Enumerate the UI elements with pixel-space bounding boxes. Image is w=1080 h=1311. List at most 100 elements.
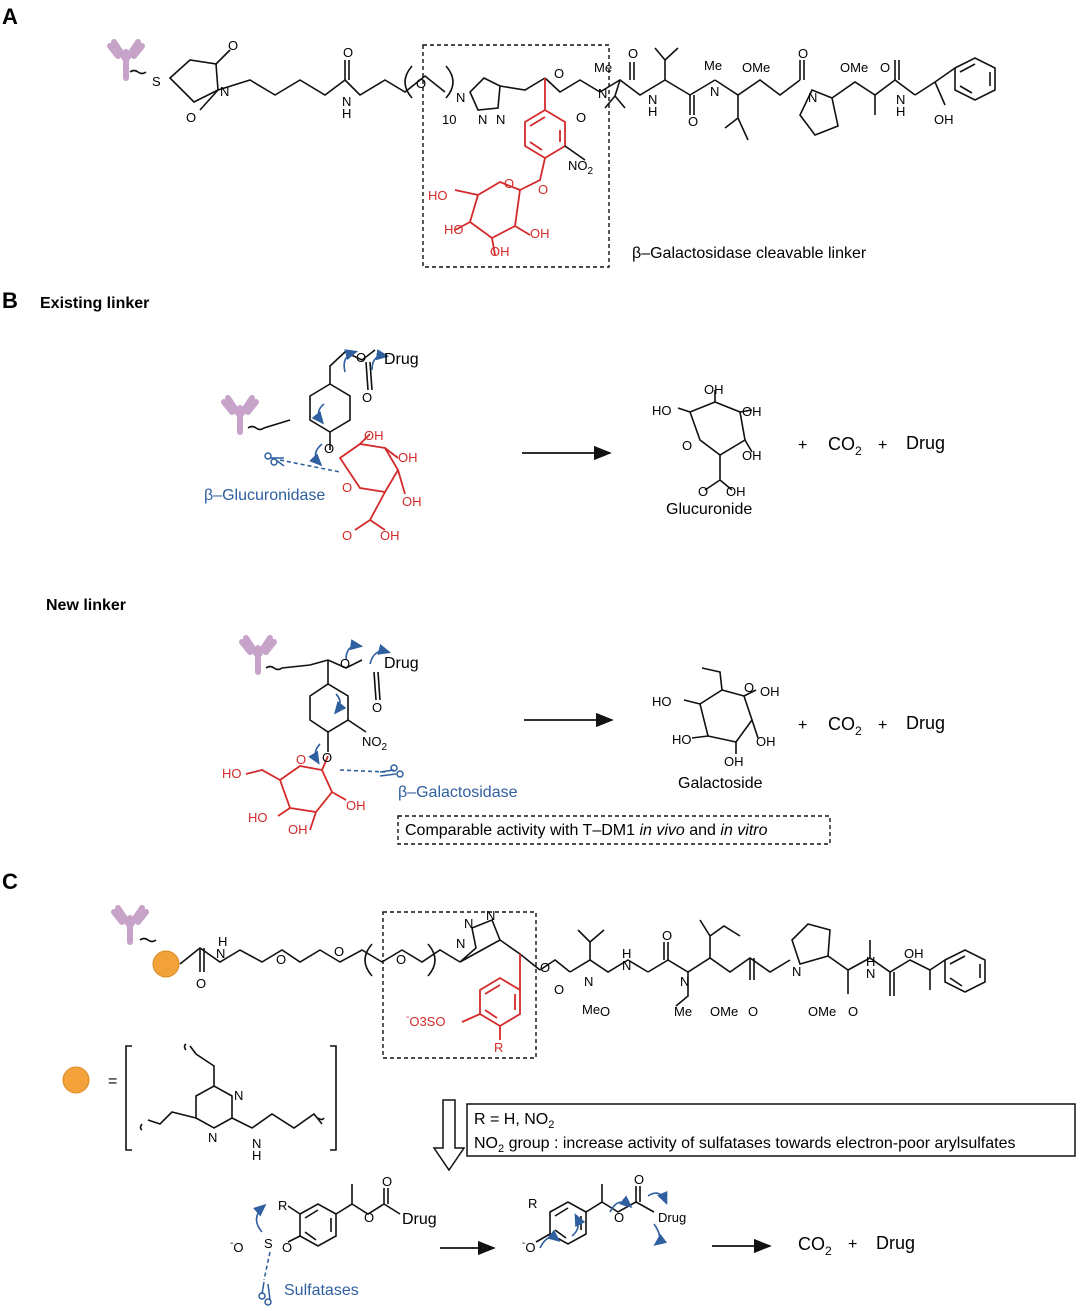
new-linker-title: New linker	[46, 597, 126, 614]
atom-o: O	[614, 1210, 624, 1225]
atom-nh: N	[648, 92, 657, 107]
atom-ome: OMe	[742, 60, 770, 75]
plus-sign: +	[798, 437, 807, 454]
intermediate-drug-label: Drug	[658, 1210, 686, 1225]
atom-o-red: O	[342, 528, 352, 543]
atom-o: O	[682, 438, 692, 453]
atom-nh: N	[896, 92, 905, 107]
panel-a-atoms: S O O N O N H O 10 N N N O O Me N O N H …	[152, 38, 954, 259]
scissors-icon	[258, 1281, 272, 1306]
existing-linker-title: Existing linker	[40, 295, 149, 312]
atom-s: S	[152, 74, 161, 89]
bead-definition-structure	[125, 1043, 337, 1151]
panel-c-dashed-box	[382, 911, 537, 1059]
antibody-icon	[239, 635, 277, 675]
panel-a-dashed-box	[422, 44, 610, 268]
atom-ho-red: HO	[444, 222, 464, 237]
atom-o: O	[343, 45, 353, 60]
atom-n: N	[496, 112, 505, 127]
atom-n: N	[234, 1088, 243, 1103]
atom-n: N	[456, 936, 465, 951]
atom-me: Me	[704, 58, 722, 73]
atom-r: R	[278, 1198, 287, 1213]
atom-n: N	[598, 86, 607, 101]
atom-no2: NO2	[362, 734, 388, 753]
galactoside-atoms: HO O OH HO OH OH	[652, 680, 780, 769]
atom-me: Me	[582, 1002, 600, 1017]
atom-oh-red: OH	[402, 494, 422, 509]
repeat-count: 10	[442, 112, 456, 127]
atom-o: O	[698, 484, 708, 499]
scissors-icon	[264, 452, 285, 467]
atom-o: O	[340, 656, 350, 671]
bead-definition-atoms: N N N H	[208, 1088, 261, 1163]
atom-o: O	[748, 1004, 758, 1019]
sulfatases-label: Sulfatases	[284, 1282, 359, 1299]
atom-oh: OH	[760, 684, 780, 699]
atom-o: O	[372, 700, 382, 715]
atom-o: O	[634, 1172, 644, 1187]
new-linker-atoms: O O Drug NO2 O HO HO OH OH O	[222, 655, 419, 837]
atom-oh: OH	[756, 734, 776, 749]
drug-product: Drug	[876, 1233, 915, 1253]
new-galactose-red	[245, 755, 347, 831]
r-definition-box	[466, 1103, 1076, 1157]
existing-drug-label: Drug	[384, 351, 419, 368]
atom-n: N	[710, 84, 719, 99]
atom-n: N	[680, 974, 689, 989]
atom-ome: OMe	[710, 1004, 738, 1019]
atom-nh: N	[342, 94, 351, 109]
atom-ho: HO	[652, 694, 672, 709]
atom-n: N	[486, 908, 495, 923]
atom-ho: HO	[672, 732, 692, 747]
panel-label-b: B	[2, 288, 18, 313]
panel-label-c: C	[2, 869, 18, 894]
atom-oh: OH	[724, 754, 744, 769]
phenolate-intermediate-structure	[535, 1184, 655, 1245]
antibody-icon	[221, 395, 259, 435]
hollow-down-arrow-icon	[432, 1099, 466, 1172]
substrate-drug-label: Drug	[402, 1211, 437, 1228]
atom-n: N	[792, 964, 801, 979]
atom-ho-red: HO	[222, 766, 242, 781]
atom-n: N	[464, 916, 473, 931]
atom-ho-red: HO	[248, 810, 268, 825]
atom-n: N	[478, 112, 487, 127]
atom-oh: OH	[704, 382, 724, 397]
atom-o-minus: -O	[522, 1238, 535, 1255]
activity-note: Comparable activity with T–DM1 in vivo a…	[405, 822, 768, 839]
atom-oh-red: OH	[398, 450, 418, 465]
atom-h: H	[648, 104, 657, 119]
atom-o: O	[396, 952, 406, 967]
r-definition: R = H, NO2	[474, 1111, 554, 1131]
panel-a-red-galactose	[454, 78, 566, 256]
glucuronide-label: Glucuronide	[666, 501, 752, 518]
atom-o-red: O	[538, 182, 548, 197]
atom-me: Me	[674, 1004, 692, 1019]
atom-oh: OH	[742, 448, 762, 463]
new-drug-label: Drug	[384, 655, 419, 672]
atom-oh-red: OH	[530, 226, 550, 241]
atom-r: R	[528, 1196, 537, 1211]
atom-ome: OMe	[840, 60, 868, 75]
atom-o: O	[228, 38, 238, 53]
existing-linker-atoms: O O O Drug OH OH OH O O OH	[324, 350, 422, 543]
atom-o: O	[880, 60, 890, 75]
atom-n: N	[208, 1130, 217, 1145]
glucuronide-atoms: HO OH OH OH O O OH	[652, 382, 762, 499]
atom-n: N	[808, 90, 817, 105]
nitro-group-note: NO2 group : increase activity of sulfata…	[474, 1135, 1015, 1155]
atom-o-red: O	[296, 752, 306, 767]
atom-oh-red: OH	[490, 244, 510, 259]
atom-n: N	[584, 974, 593, 989]
atom-h: H	[896, 104, 905, 119]
atom-o: O	[744, 680, 754, 695]
plus-sign: +	[878, 437, 887, 454]
atom-n: N	[456, 90, 465, 105]
atom-o: O	[276, 952, 286, 967]
atom-oh-red: OH	[288, 822, 308, 837]
galactoside-product	[683, 667, 759, 754]
atom-o3so-red: -O3SO	[406, 1012, 445, 1029]
panel-c-structure	[111, 905, 986, 1007]
panel-c-red-sulfate	[461, 954, 521, 1040]
